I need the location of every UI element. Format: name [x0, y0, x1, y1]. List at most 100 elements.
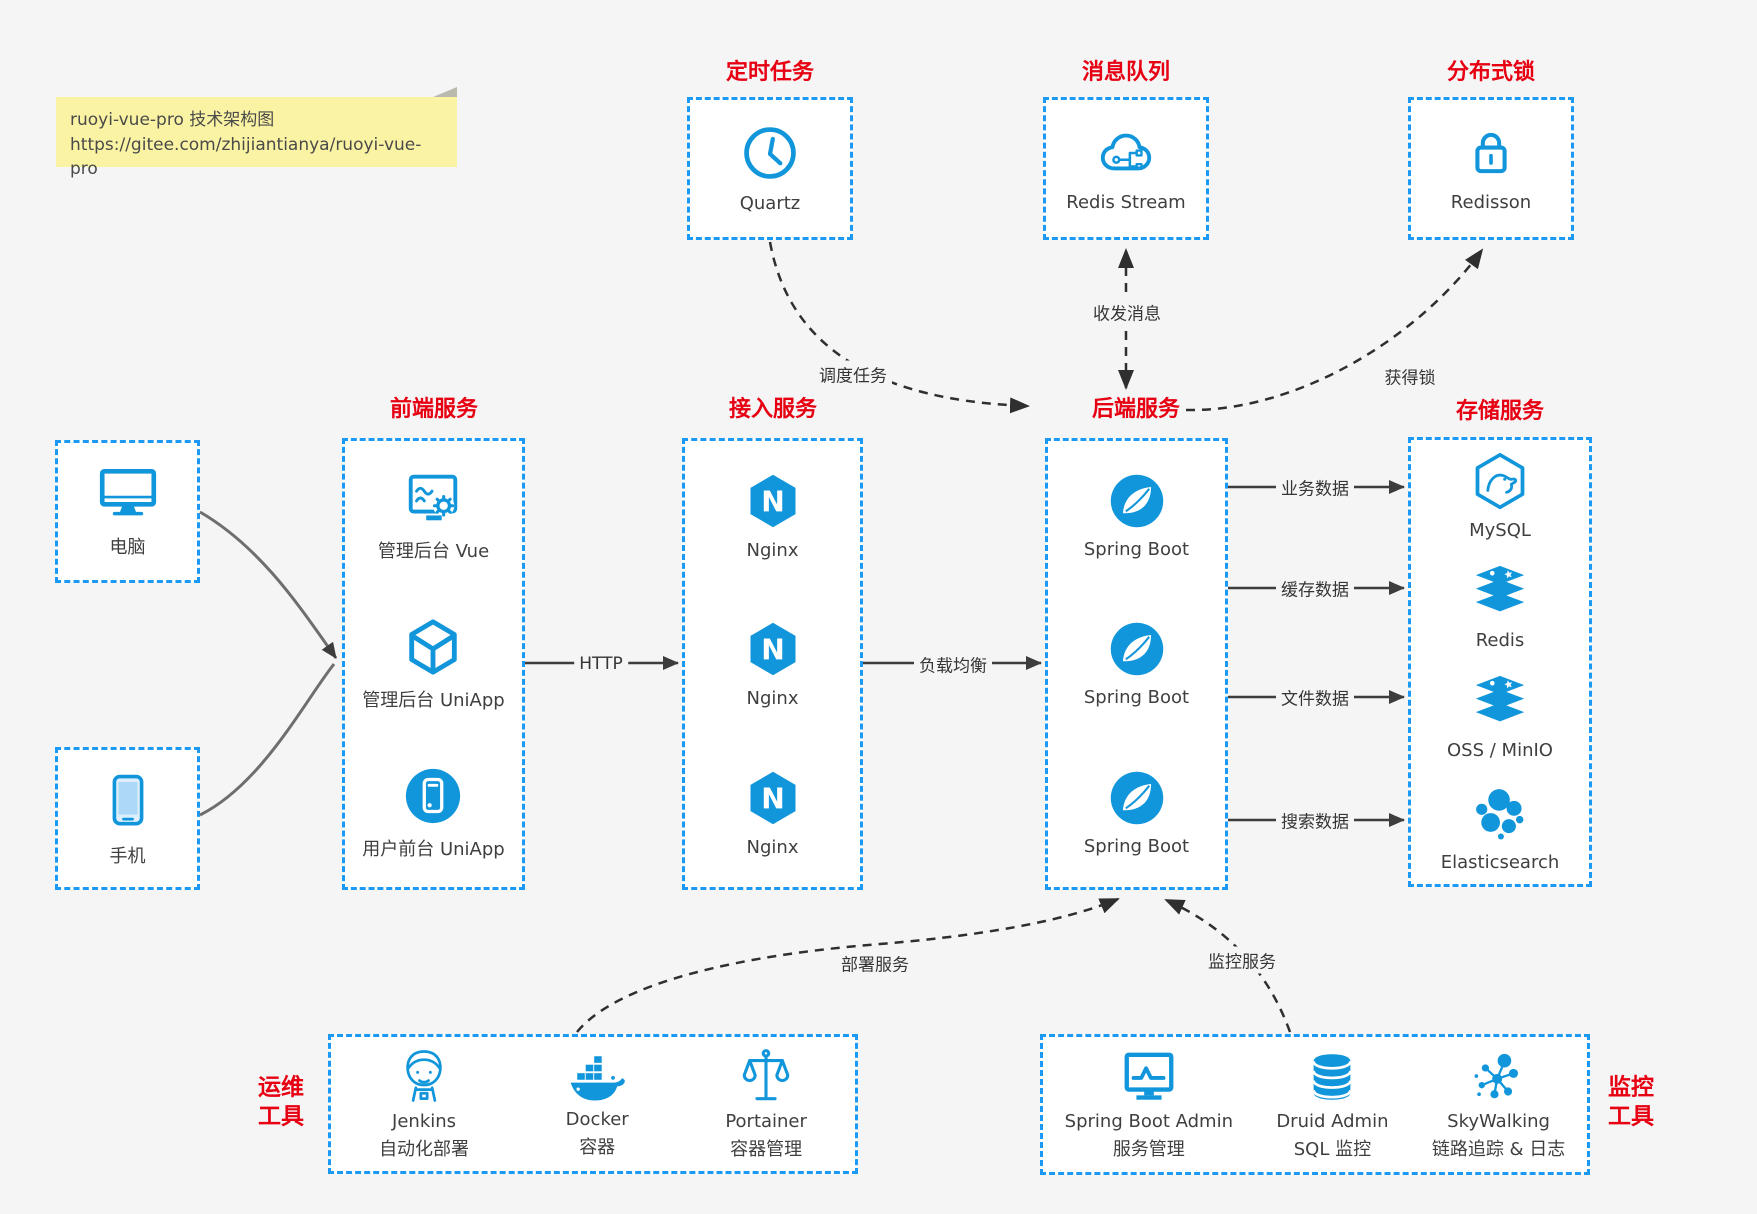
node-springboot-admin: Spring Boot Admin 服务管理 [1065, 1048, 1233, 1162]
svg-text:N: N [761, 782, 785, 815]
node-label: Nginx [746, 837, 799, 859]
node-nginx-1: N Nginx [743, 470, 803, 561]
elasticsearch-icon [1470, 784, 1530, 844]
edge-label-acquire-lock: 获得锁 [1379, 362, 1441, 390]
note-title: ruoyi-vue-pro 技术架构图 [70, 110, 275, 130]
database-icon [1304, 1048, 1360, 1106]
frontend-services-box: 管理后台 Vue 管理后台 UniApp 用户前台 UniApp [342, 438, 525, 890]
edge-label-schedule-job: 调度任务 [814, 360, 892, 388]
title-storage: 存储服务 [1455, 399, 1545, 424]
mysql-icon [1470, 452, 1530, 512]
admin-screen-gear-icon [402, 467, 464, 529]
node-label: Spring Boot [1083, 687, 1190, 709]
portainer-icon [737, 1046, 795, 1106]
node-springboot-3: Spring Boot [1084, 768, 1189, 857]
node-skywalking: SkyWalking 链路追踪 & 日志 [1432, 1048, 1565, 1162]
node-oss-minio: OSS / MinIO [1447, 674, 1553, 761]
jenkins-icon [395, 1046, 453, 1106]
tool-desc: SQL 监控 [1293, 1138, 1372, 1160]
node-label: 用户前台 UniApp [362, 838, 505, 860]
redisson-box: Redisson [1408, 97, 1574, 240]
phone-box: 手机 [55, 747, 200, 890]
tool-name: Portainer [725, 1111, 807, 1133]
title-monitor-tools: 监控 工具 [1608, 1074, 1654, 1130]
node-label: 管理后台 Vue [377, 541, 490, 563]
svg-text:N: N [761, 634, 785, 667]
monitor-tools-box: Spring Boot Admin 服务管理 Druid Admin SQL 监… [1040, 1034, 1590, 1175]
edge-label-http: HTTP [574, 653, 628, 675]
title-gateway: 接入服务 [728, 397, 818, 422]
title-frontend: 前端服务 [389, 397, 479, 422]
edge-label-cache-data: 缓存数据 [1276, 574, 1354, 602]
title-distributed-lock: 分布式锁 [1446, 60, 1536, 85]
nginx-icon: N [743, 618, 803, 680]
node-label: Redis [1475, 629, 1525, 651]
ops-tools-box: Jenkins 自动化部署 Docker 容器 [328, 1034, 858, 1174]
node-jenkins: Jenkins 自动化部署 [379, 1046, 469, 1162]
node-label: Redis Stream [1066, 192, 1186, 213]
node-label: Elasticsearch [1440, 851, 1560, 873]
clock-icon [740, 123, 800, 183]
edge-label-monitor: 监控服务 [1203, 946, 1281, 974]
node-admin-vue: 管理后台 Vue [378, 467, 489, 563]
edge-label-file-data: 文件数据 [1276, 683, 1354, 711]
quartz-box: Quartz [687, 97, 853, 240]
phone-icon [99, 770, 157, 832]
spring-icon [1107, 768, 1167, 828]
edge-label-load-balance: 负载均衡 [914, 650, 992, 678]
node-label: 管理后台 UniApp [362, 689, 505, 711]
tool-name: Jenkins [392, 1111, 457, 1133]
title-scheduled-job: 定时任务 [725, 60, 815, 85]
node-mysql: MySQL [1469, 452, 1531, 541]
tool-name: Docker [565, 1109, 629, 1131]
tool-name: Druid Admin [1276, 1110, 1389, 1132]
computer-box: 电脑 [55, 440, 200, 583]
user-app-icon [402, 765, 464, 827]
lock-icon [1462, 124, 1520, 182]
nginx-icon: N [743, 767, 803, 829]
node-label: Spring Boot [1083, 538, 1190, 560]
node-label: Redisson [1450, 192, 1532, 213]
node-elasticsearch: Elasticsearch [1440, 784, 1560, 873]
sticky-note: ruoyi-vue-pro 技术架构图 https://gitee.com/zh… [56, 97, 457, 179]
note-url: https://gitee.com/zhijiantianya/ruoyi-vu… [70, 134, 422, 180]
nginx-icon: N [743, 470, 803, 532]
spring-icon [1107, 471, 1167, 531]
oss-stack-icon [1469, 674, 1531, 732]
tool-desc: 容器管理 [730, 1139, 803, 1160]
node-portainer: Portainer 容器管理 [725, 1046, 807, 1162]
node-nginx-3: N Nginx [743, 767, 803, 858]
gateway-services-box: N Nginx N Nginx N Nginx [682, 438, 863, 890]
tool-desc: 链路追踪 & 日志 [1431, 1138, 1566, 1160]
node-springboot-2: Spring Boot [1084, 619, 1189, 708]
node-label: Nginx [746, 539, 799, 561]
device-to-frontend-arrows [199, 510, 338, 817]
node-nginx-2: N Nginx [743, 618, 803, 709]
tool-name: Spring Boot Admin [1064, 1110, 1233, 1132]
docker-icon [565, 1048, 629, 1104]
topology-icon [1470, 1048, 1528, 1106]
tool-desc: 服务管理 [1112, 1138, 1185, 1160]
node-springboot-1: Spring Boot [1084, 471, 1189, 560]
svg-text:N: N [761, 485, 785, 518]
node-redis: Redis [1469, 564, 1531, 651]
desktop-icon [95, 465, 161, 523]
title-message-queue: 消息队列 [1081, 60, 1171, 85]
title-backend: 后端服务 [1091, 397, 1181, 422]
backend-services-box: Spring Boot Spring Boot Spring Boot [1045, 438, 1228, 890]
tool-desc: 容器 [579, 1137, 616, 1158]
node-label: OSS / MinIO [1447, 739, 1553, 761]
uniapp-cube-icon [402, 616, 464, 678]
redis-stream-box: Redis Stream [1043, 97, 1209, 240]
spring-icon [1107, 619, 1167, 679]
edge-label-business-data: 业务数据 [1276, 473, 1354, 501]
node-label: Spring Boot [1083, 836, 1190, 858]
node-druid-admin: Druid Admin SQL 监控 [1276, 1048, 1389, 1162]
tool-desc: 自动化部署 [379, 1139, 470, 1160]
node-docker: Docker 容器 [565, 1048, 629, 1160]
node-label: MySQL [1469, 519, 1531, 541]
tool-name: SkyWalking [1447, 1110, 1550, 1132]
storage-services-box: MySQL Redis [1408, 437, 1592, 887]
node-label: 电脑 [109, 536, 146, 558]
